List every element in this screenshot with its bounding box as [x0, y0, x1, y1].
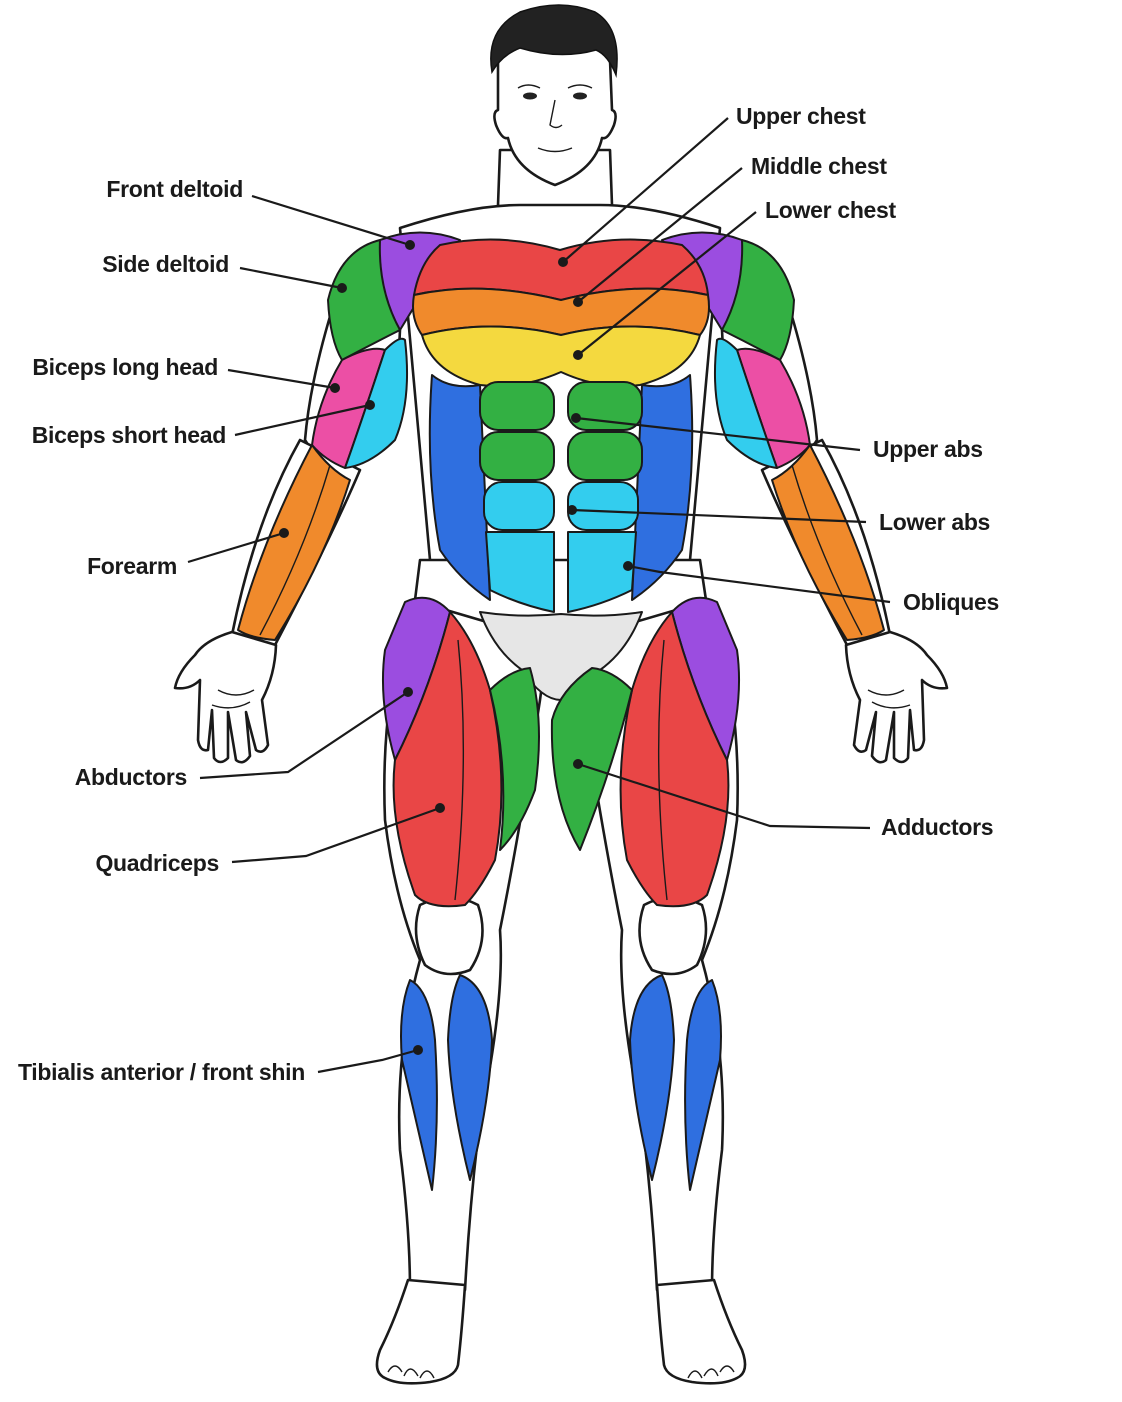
label-upper-chest: Upper chest — [736, 103, 866, 129]
tibialis-left — [400, 979, 438, 1191]
leader-lines — [187, 117, 891, 1074]
upper-abs — [479, 381, 643, 481]
right-hand — [844, 630, 949, 764]
adductors-left — [489, 667, 540, 851]
labels: Upper chest Middle chest Lower chest Fro… — [18, 103, 999, 1085]
label-tibialis: Tibialis anterior / front shin — [18, 1059, 305, 1085]
label-front-deltoid: Front deltoid — [106, 176, 243, 202]
label-lower-chest: Lower chest — [765, 197, 897, 223]
forearm-left — [237, 444, 351, 641]
left-foot — [375, 1278, 467, 1385]
label-side-deltoid: Side deltoid — [102, 251, 229, 277]
label-upper-abs: Upper abs — [873, 436, 983, 462]
adductors-right — [550, 667, 633, 851]
label-middle-chest: Middle chest — [751, 153, 887, 179]
tibialis-right-outer — [629, 974, 675, 1181]
left-hand — [173, 630, 278, 764]
biceps-short-head-left — [344, 337, 409, 469]
label-lower-abs: Lower abs — [879, 509, 990, 535]
right-foot — [655, 1278, 747, 1385]
forearm-right — [771, 444, 885, 641]
label-abductors: Abductors — [75, 764, 187, 790]
head — [490, 4, 618, 187]
label-biceps-short-head: Biceps short head — [32, 422, 226, 448]
obliques-left — [428, 374, 491, 601]
label-obliques: Obliques — [903, 589, 999, 615]
lower-abs — [483, 481, 639, 613]
label-forearm: Forearm — [87, 553, 177, 579]
tibialis-right — [684, 979, 722, 1191]
tibialis-left-outer — [447, 974, 493, 1181]
obliques-right — [631, 374, 694, 601]
muscle-groups — [237, 231, 885, 1191]
label-biceps-long-head: Biceps long head — [32, 354, 218, 380]
label-adductors: Adductors — [881, 814, 993, 840]
label-quadriceps: Quadriceps — [95, 850, 219, 876]
